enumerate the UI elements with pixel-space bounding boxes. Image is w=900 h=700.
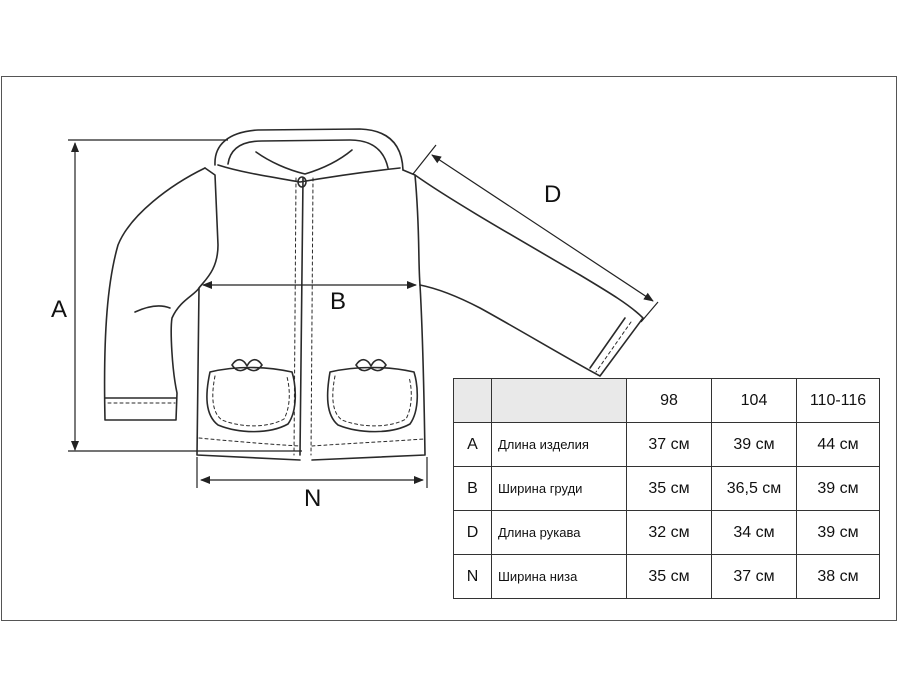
drawing-frame — [1, 76, 897, 621]
row-name: Длина рукава — [491, 510, 627, 555]
row-value: 44 см — [796, 422, 880, 467]
dimension-label-a: A — [51, 296, 68, 323]
row-name: Ширина груди — [491, 466, 627, 511]
table-row: N Ширина низа 35 см 37 см 38 см — [453, 554, 880, 599]
body-right — [311, 169, 426, 461]
row-value: 36,5 см — [711, 466, 797, 511]
header-cell-size-98: 98 — [626, 378, 712, 423]
hood-inner — [227, 139, 389, 169]
sleeve-right — [414, 174, 644, 377]
row-value: 37 см — [711, 554, 797, 599]
bow-right — [355, 358, 387, 372]
dimension-label-b: B — [330, 288, 347, 315]
row-code: N — [453, 554, 492, 599]
row-value: 38 см — [796, 554, 880, 599]
row-value: 39 см — [796, 466, 880, 511]
header-cell-size-110-116: 110-116 — [796, 378, 880, 423]
row-code: B — [453, 466, 492, 511]
dimension-label-d: D — [544, 181, 562, 208]
header-cell-size-104: 104 — [711, 378, 797, 423]
hem-stitch — [198, 437, 425, 447]
row-name: Длина изделия — [491, 422, 627, 467]
dimension-label-n: N — [304, 485, 322, 512]
sleeve-left — [103, 167, 206, 421]
pocket-left — [206, 366, 297, 433]
row-value: 39 см — [711, 422, 797, 467]
dimension-line-d — [431, 154, 654, 302]
bow-left — [231, 358, 263, 372]
row-code: D — [453, 510, 492, 555]
row-value: 35 см — [626, 466, 712, 511]
size-table-header-row: 98 104 110-116 — [453, 378, 880, 423]
row-value: 35 см — [626, 554, 712, 599]
row-name: Ширина низа — [491, 554, 627, 599]
header-cell-name — [491, 378, 627, 423]
table-row: A Длина изделия 37 см 39 см 44 см — [453, 422, 880, 467]
header-cell-code — [453, 378, 492, 423]
pocket-right — [326, 366, 419, 433]
table-row: B Ширина груди 35 см 36,5 см 39 см — [453, 466, 880, 511]
body-left — [196, 167, 301, 461]
row-code: A — [453, 422, 492, 467]
hood-outline — [214, 128, 404, 171]
zipper-line — [299, 177, 304, 456]
row-value: 39 см — [796, 510, 880, 555]
row-value: 32 см — [626, 510, 712, 555]
row-value: 37 см — [626, 422, 712, 467]
row-value: 34 см — [711, 510, 797, 555]
table-row: D Длина рукава 32 см 34 см 39 см — [453, 510, 880, 555]
size-table: 98 104 110-116 A Длина изделия 37 см 39 … — [453, 378, 880, 599]
